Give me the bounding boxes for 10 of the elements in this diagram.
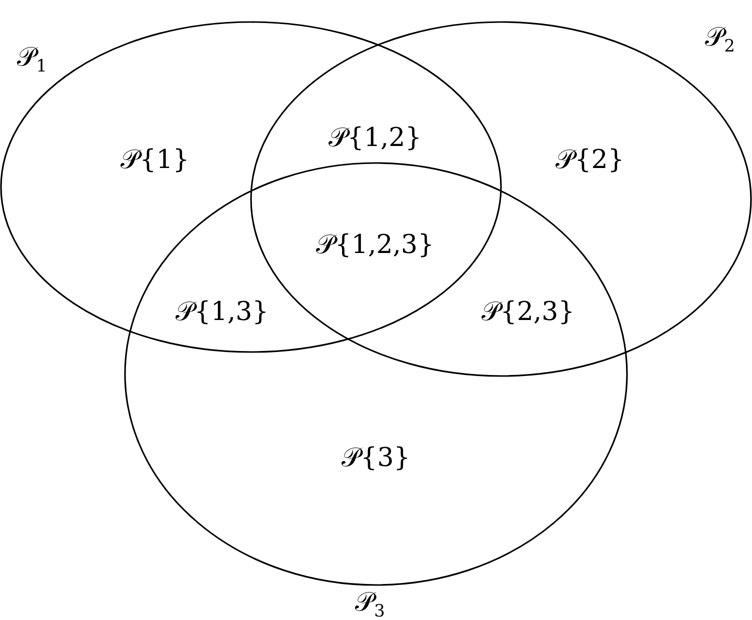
region-label: 𝒫{2,3} (481, 299, 575, 325)
region-label: 𝒫{2} (556, 147, 624, 173)
set-label: 𝒫$_{1}$ (17, 44, 47, 76)
region-label: 𝒫{3} (342, 445, 410, 471)
region-label: 𝒫{1,2} (328, 125, 422, 151)
set-label: 𝒫$_{2}$ (705, 24, 735, 56)
region-label: 𝒫{1,2,3} (316, 232, 434, 258)
set-label: 𝒫$_{3}$ (355, 589, 385, 620)
region-label: 𝒫{1,3} (175, 299, 269, 325)
region-label: 𝒫{1} (120, 147, 190, 173)
